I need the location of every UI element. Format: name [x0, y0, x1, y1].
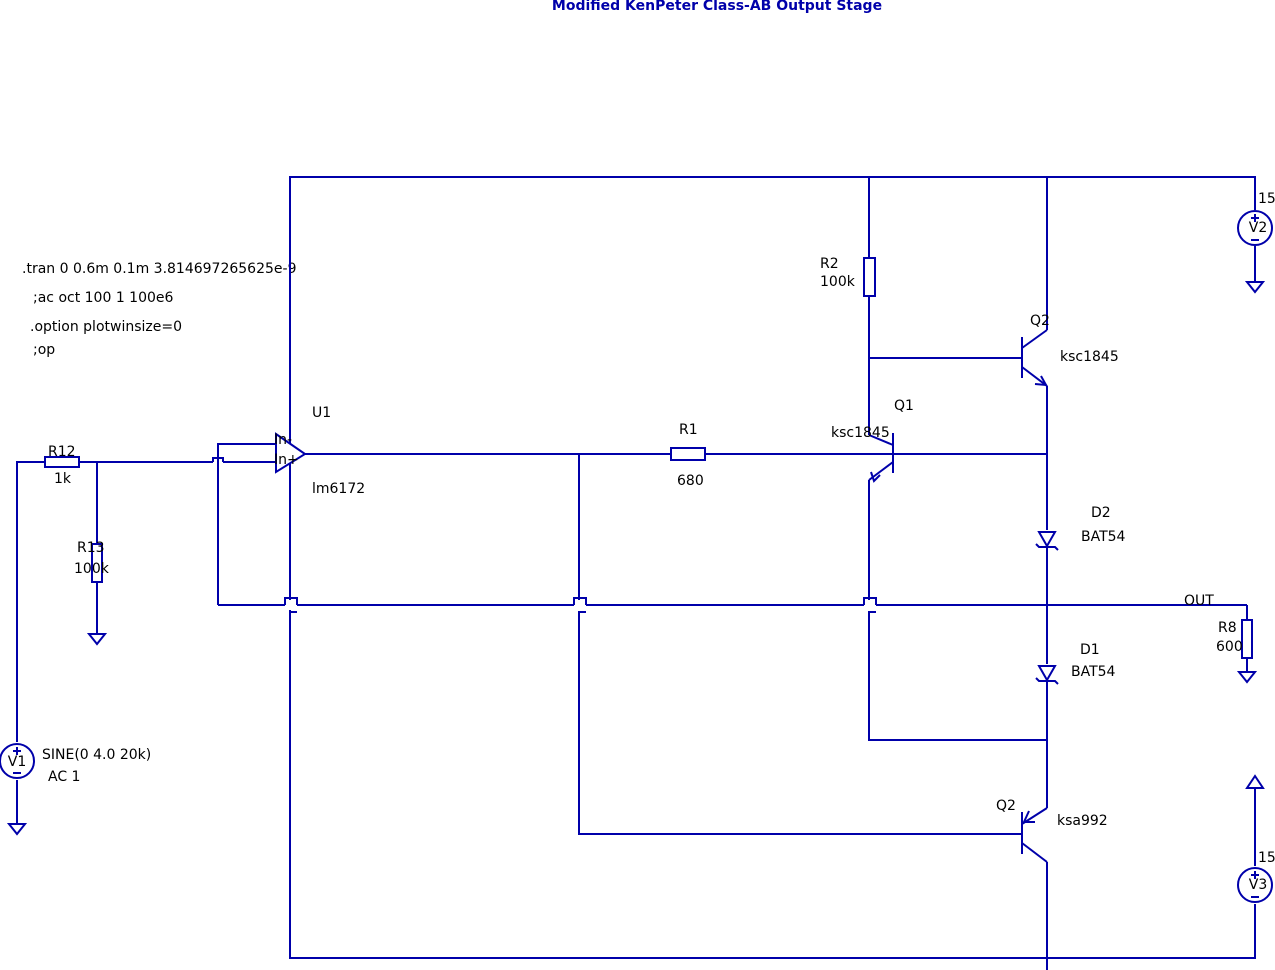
directive-tran: .tran 0 0.6m 0.1m 3.814697265625e-9 [22, 261, 296, 277]
v3-value: 15 [1258, 850, 1275, 866]
r1-name: R1 [679, 422, 698, 438]
r2-name: R2 [820, 256, 839, 272]
schematic-title: Modified KenPeter Class-AB Output Stage [552, 0, 882, 14]
u1-pin-inverting: In- [274, 432, 292, 448]
u1-name: U1 [312, 405, 331, 421]
q2-top-name: Q2 [1030, 313, 1050, 329]
directive-op: ;op [33, 342, 55, 358]
resistor-r8: R8 600 [1216, 619, 1253, 659]
q2-top-value: ksc1845 [1060, 349, 1119, 365]
q2-bottom-value: ksa992 [1057, 813, 1108, 829]
r2-value: 100k [820, 274, 856, 290]
directive-option: .option plotwinsize=0 [30, 319, 182, 335]
diode-d1: D1 BAT54 [1035, 642, 1116, 685]
ground-symbol-v1 [6, 823, 28, 836]
voltage-source-v1: V1 SINE(0 4.0 20k) AC 1 [0, 743, 151, 785]
v2-name: V2 [1249, 220, 1267, 236]
v1-value-line2: AC 1 [48, 769, 80, 785]
r8-name: R8 [1218, 620, 1237, 636]
resistor-r12: R12 1k [44, 444, 80, 487]
r13-name: R13 [77, 540, 105, 556]
d1-name: D1 [1080, 642, 1100, 658]
resistor-r1: R1 680 [670, 422, 706, 489]
d2-value: BAT54 [1081, 529, 1126, 545]
transistor-q1: Q1 ksc1845 [831, 398, 914, 483]
v1-value-line1: SINE(0 4.0 20k) [42, 747, 151, 763]
d1-value: BAT54 [1071, 664, 1116, 680]
r1-value: 680 [677, 473, 704, 489]
resistor-r2: R2 100k [820, 256, 876, 297]
ground-symbol-r8 [1236, 671, 1258, 684]
d2-name: D2 [1091, 505, 1111, 521]
r12-value: 1k [54, 471, 72, 487]
r8-value: 600 [1216, 639, 1243, 655]
diode-d2: D2 BAT54 [1035, 505, 1126, 551]
wires [16, 176, 1256, 970]
resistor-r13: R13 100k [74, 540, 110, 583]
positive-rail-wire [289, 176, 1256, 600]
directive-ac: ;ac oct 100 1 100e6 [33, 290, 174, 306]
r13-value: 100k [74, 561, 110, 577]
v1-name: V1 [8, 754, 26, 770]
net-label-out: OUT [1184, 593, 1214, 609]
r12-name: R12 [48, 444, 76, 460]
v2-value: 15 [1258, 191, 1275, 207]
u1-pin-noninverting: In+ [274, 452, 299, 468]
u1-value: lm6172 [312, 481, 365, 497]
q1-value: ksc1845 [831, 425, 890, 441]
ground-symbol-v2 [1244, 281, 1266, 294]
transistor-q2-top: Q2 ksc1845 [1021, 313, 1119, 387]
v3-name: V3 [1249, 877, 1267, 893]
q1-name: Q1 [894, 398, 914, 414]
voltage-source-v3: V3 15 [1237, 850, 1275, 903]
ground-symbol-v3 [1245, 774, 1265, 789]
transistor-q2-bottom: Q2 ksa992 [996, 798, 1108, 863]
opamp-u1: In- In+ U1 lm6172 [274, 405, 365, 497]
negative-rail-wire [289, 610, 1256, 959]
ground-symbol-r13 [86, 633, 108, 646]
voltage-source-v2: V2 15 [1237, 191, 1275, 246]
q2-bottom-name: Q2 [996, 798, 1016, 814]
